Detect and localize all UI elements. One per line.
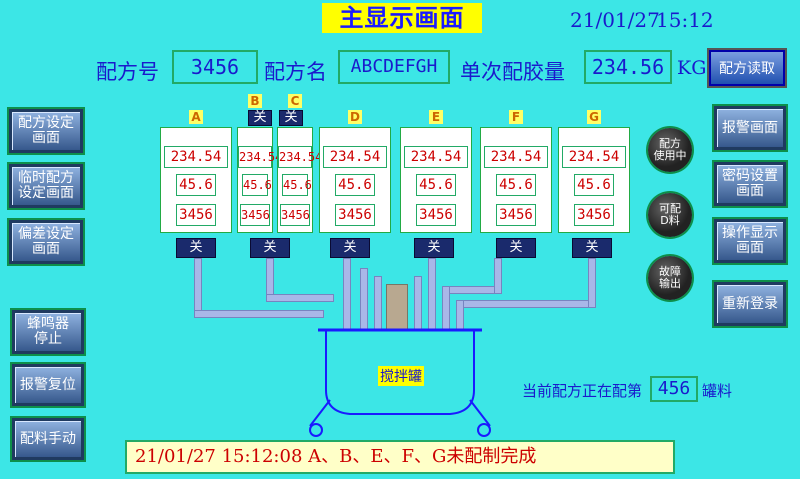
tank-g-label: G	[587, 110, 601, 124]
valve-e[interactable]: 关	[414, 238, 454, 258]
batch-amount-field[interactable]: 234.56	[584, 50, 672, 84]
valve-b[interactable]: 关	[250, 238, 290, 258]
tank-e-label: E	[429, 110, 443, 124]
tank-d-label: D	[348, 110, 362, 124]
deviation-settings-button[interactable]: 偏差设定画面	[9, 220, 83, 264]
recipe-settings-button[interactable]: 配方设定画面	[9, 109, 83, 153]
pipe-f2	[442, 286, 450, 330]
recipe-in-use-indicator: 配方使用中	[648, 128, 692, 172]
password-settings-button[interactable]: 密码设置画面	[714, 162, 786, 206]
tank-e-value-1: 234.54	[404, 146, 468, 168]
tank-g-value-1: 234.54	[562, 146, 626, 168]
fault-output-indicator: 故障输出	[648, 256, 692, 300]
tank-c-label: C	[288, 94, 302, 108]
tank-e-value-2: 45.6	[416, 174, 456, 196]
page-title: 主显示画面	[322, 3, 482, 33]
message-bar: 21/01/27 15:12:08 A、B、E、F、G未配制完成	[125, 440, 675, 474]
alarm-reset-button[interactable]: 报警复位	[12, 364, 84, 406]
valve-a[interactable]: 关	[176, 238, 216, 258]
valve-g[interactable]: 关	[572, 238, 612, 258]
valve-d[interactable]: 关	[330, 238, 370, 258]
pipe-g-h	[456, 300, 596, 308]
batch-amount-label: 单次配胶量	[460, 60, 565, 84]
recipe-number-field[interactable]: 3456	[172, 50, 258, 84]
operation-display-button[interactable]: 操作显示画面	[714, 219, 786, 263]
alarm-screen-button[interactable]: 报警画面	[714, 106, 786, 150]
pipe-cd	[374, 276, 382, 330]
tank-f-value-1: 234.54	[484, 146, 548, 168]
pipe-f-h	[442, 286, 502, 294]
tank-c-value-2: 45.6	[282, 174, 312, 196]
mixer-label: 搅拌罐	[378, 366, 424, 386]
pipe-e	[414, 276, 422, 330]
recipe-name-field[interactable]: ABCDEFGH	[338, 50, 450, 84]
tank-b-value-2: 45.6	[242, 174, 272, 196]
progress-suffix: 罐料	[702, 382, 733, 400]
tank-c-value-1: 234.54	[278, 146, 322, 168]
tank-g-value-3: 3456	[574, 204, 614, 226]
progress-prefix: 当前配方正在配第	[522, 382, 643, 400]
buzzer-stop-button[interactable]: 蜂鸣器停止	[12, 310, 84, 354]
tank-a-label: A	[189, 110, 203, 124]
unit-label: KG	[677, 57, 707, 79]
tank-e	[400, 127, 472, 233]
tank-a-value-2: 45.6	[176, 174, 216, 196]
valve-b-top[interactable]: 关	[248, 110, 272, 126]
center-pipe	[386, 284, 408, 330]
recipe-number-label: 配方号	[96, 60, 159, 84]
pipe-f	[494, 258, 502, 294]
pipe-d	[343, 258, 351, 330]
valve-c-top[interactable]: 关	[279, 110, 303, 126]
pipe-g	[588, 258, 596, 308]
pipe-a-h	[194, 310, 324, 318]
tank-f-value-2: 45.6	[496, 174, 536, 196]
tank-d-value-3: 3456	[335, 204, 375, 226]
pipe-c	[360, 268, 368, 330]
tank-b-value-3: 3456	[240, 204, 270, 226]
tank-d-value-2: 45.6	[335, 174, 375, 196]
manual-batching-button[interactable]: 配料手动	[12, 418, 84, 460]
recipe-read-button[interactable]: 配方读取	[709, 50, 785, 86]
date-display: 21/01/27	[570, 8, 660, 32]
tank-d-value-1: 234.54	[323, 146, 387, 168]
tank-e-value-3: 3456	[416, 204, 456, 226]
tank-a-value-1: 234.54	[164, 146, 228, 168]
valve-f[interactable]: 关	[496, 238, 536, 258]
temp-recipe-button[interactable]: 临时配方设定画面	[9, 164, 83, 208]
recipe-name-label: 配方名	[264, 60, 327, 84]
tank-f-value-3: 3456	[496, 204, 536, 226]
tank-g-value-2: 45.6	[574, 174, 614, 196]
batch-count-field: 456	[650, 376, 698, 402]
tank-f-label: F	[509, 110, 523, 124]
pipe-a	[194, 258, 202, 318]
time-display: 15:12	[656, 8, 714, 32]
pipe-e2	[428, 258, 436, 330]
tank-a-value-3: 3456	[176, 204, 216, 226]
tank-b-value-1: 234.54	[238, 146, 282, 168]
pipe-b-h	[266, 294, 334, 302]
relogin-button[interactable]: 重新登录	[714, 282, 786, 326]
tank-c-value-3: 3456	[280, 204, 310, 226]
tank-b-label: B	[248, 94, 262, 108]
